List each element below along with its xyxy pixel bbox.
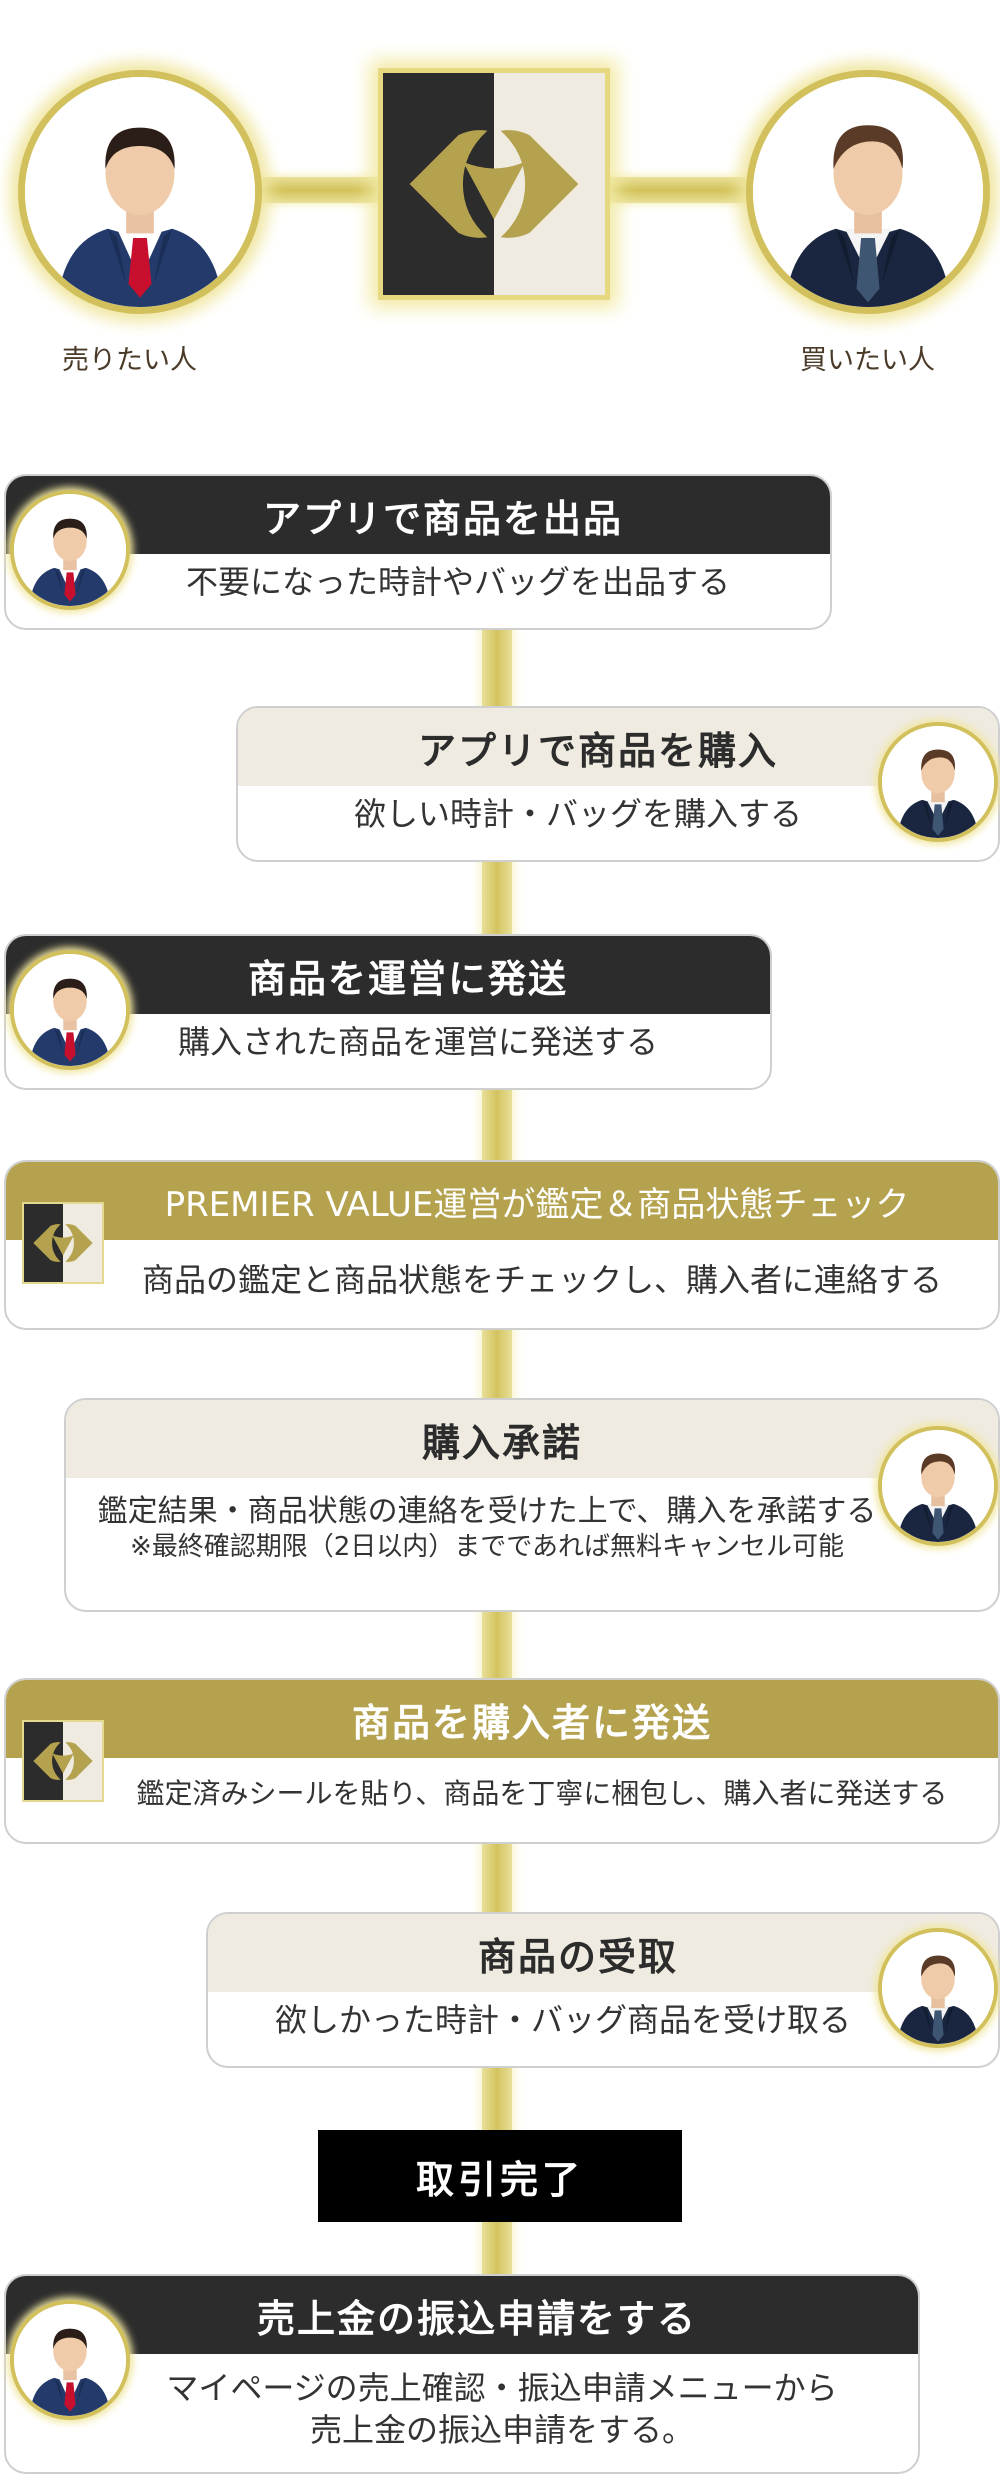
- premier-value-logo-icon: [378, 68, 610, 300]
- step-title: 購入承諾: [66, 1400, 998, 1478]
- step-description: 鑑定済みシールを貼り、商品を丁寧に梱包し、購入者に発送する: [136, 1777, 948, 1810]
- step-card-payout-request: 売上金の振込申請をする マイページの売上確認・振込申請メニューから 売上金の振込…: [4, 2274, 920, 2474]
- buyer-avatar-icon: [746, 70, 990, 314]
- buyer-avatar-icon: [878, 1928, 998, 2048]
- transaction-complete-badge: 取引完了: [318, 2130, 682, 2222]
- step-description: 購入された商品を運営に発送する: [177, 1023, 658, 1061]
- step-title: 商品を運営に発送: [6, 936, 770, 1014]
- step-description: 不要になった時計やバッグを出品する: [185, 563, 730, 601]
- seller-avatar-icon: [10, 490, 130, 610]
- buyer-avatar-icon: [878, 1426, 998, 1546]
- step-description: 鑑定結果・商品状態の連絡を受けた上で、購入を承諾する ※最終確認期限（2日以内）…: [66, 1478, 998, 1565]
- step-card-list-item: アプリで商品を出品 不要になった時計やバッグを出品する: [4, 474, 832, 630]
- buyer-label: 買いたい人: [800, 345, 935, 376]
- step-title: 売上金の振込申請をする: [6, 2276, 918, 2354]
- step-title: 商品の受取: [208, 1914, 998, 1992]
- step-title: 商品を購入者に発送: [6, 1680, 998, 1758]
- step-description-main: 鑑定結果・商品状態の連絡を受けた上で、購入を承諾する: [97, 1494, 877, 1529]
- step-title: アプリで商品を出品: [6, 476, 830, 554]
- step-card-receive: 商品の受取 欲しかった時計・バッグ商品を受け取る: [206, 1912, 1000, 2068]
- step-card-ship-to-buyer: 商品を購入者に発送 鑑定済みシールを貼り、商品を丁寧に梱包し、購入者に発送する: [4, 1678, 1000, 1844]
- seller-label: 売りたい人: [62, 345, 197, 376]
- step-note: ※最終確認期限（2日以内）までであれば無料キャンセル可能: [129, 1532, 845, 1562]
- seller-avatar-icon: [18, 70, 262, 314]
- step-title: アプリで商品を購入: [238, 708, 998, 786]
- header-connector-right: [600, 177, 755, 203]
- buyer-avatar-icon: [878, 722, 998, 842]
- header-connector-left: [248, 177, 388, 203]
- seller-avatar-icon: [10, 950, 130, 1070]
- step-card-purchase-approval: 購入承諾 鑑定結果・商品状態の連絡を受けた上で、購入を承諾する ※最終確認期限（…: [64, 1398, 1000, 1612]
- premier-value-logo-icon: [22, 1720, 104, 1802]
- premier-value-logo-icon: [22, 1202, 104, 1284]
- step-card-appraisal: PREMIER VALUE運営が鑑定＆商品状態チェック 商品の鑑定と商品状態をチ…: [4, 1160, 1000, 1330]
- seller-avatar-icon: [10, 2300, 130, 2420]
- step-description-line2: 売上金の振込申請をする。: [309, 2410, 694, 2449]
- step-card-ship-to-operator: 商品を運営に発送 購入された商品を運営に発送する: [4, 934, 772, 1090]
- step-description: 欲しい時計・バッグを購入する: [353, 795, 802, 833]
- step-description-line1: マイページの売上確認・振込申請メニューから: [166, 2369, 838, 2407]
- step-description: 商品の鑑定と商品状態をチェックし、購入者に連絡する: [141, 1261, 942, 1299]
- step-card-purchase: アプリで商品を購入 欲しい時計・バッグを購入する: [236, 706, 1000, 862]
- step-title: PREMIER VALUE運営が鑑定＆商品状態チェック: [6, 1162, 998, 1240]
- step-description: 欲しかった時計・バッグ商品を受け取る: [274, 2001, 851, 2039]
- step-description: マイページの売上確認・振込申請メニューから 売上金の振込申請をする。: [6, 2354, 918, 2451]
